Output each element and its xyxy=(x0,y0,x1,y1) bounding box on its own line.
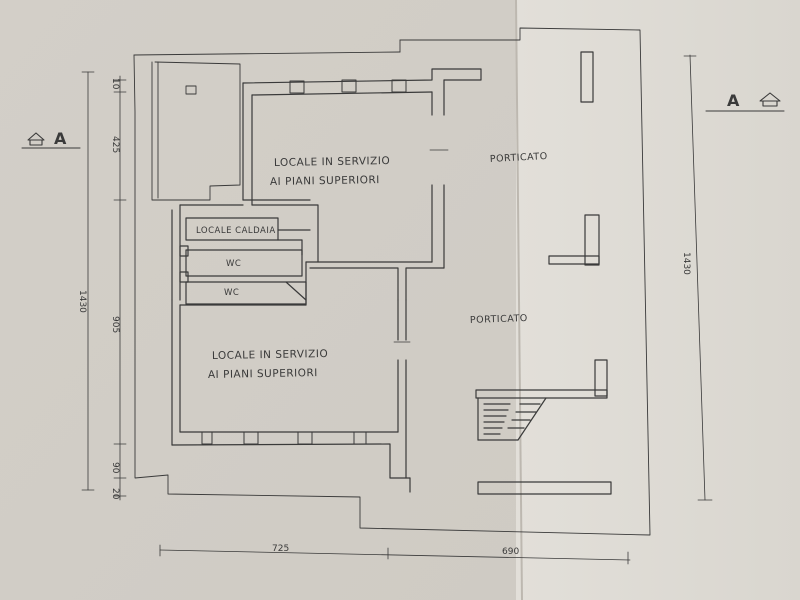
room-label-porticato-top: PORTICATO xyxy=(490,151,548,165)
room-label-service-bottom-2: AI PIANI SUPERIORI xyxy=(208,367,318,381)
room-label-service-top-2: AI PIANI SUPERIORI xyxy=(270,174,380,188)
dimension-right-total: 1430 xyxy=(681,252,691,275)
dimension-left-lower: 90 xyxy=(110,462,120,474)
paper-left xyxy=(0,0,520,600)
room-label-service-top-1: LOCALE IN SERVIZIO xyxy=(274,155,390,169)
room-label-wc-1: WC xyxy=(226,259,241,269)
room-label-caldaia: LOCALE CALDAIA xyxy=(196,226,276,236)
windows-bottom xyxy=(201,431,367,445)
section-letter-right: A xyxy=(727,91,740,110)
section-mark-right xyxy=(705,92,785,112)
door-marks xyxy=(393,149,449,343)
dimension-left-upper: 425 xyxy=(110,136,120,153)
room-label-wc-2: WC xyxy=(224,288,239,298)
windows-top xyxy=(289,79,407,94)
room-label-service-bottom-1: LOCALE IN SERVIZIO xyxy=(212,348,328,362)
room-label-porticato-mid: PORTICATO xyxy=(470,313,528,326)
section-letter-left: A xyxy=(54,129,67,148)
site-outline xyxy=(133,27,651,536)
dimension-left-total: 1430 xyxy=(77,290,87,313)
section-mark-left xyxy=(21,132,81,149)
dimension-left-bottom: 20 xyxy=(110,488,120,500)
dimension-bottom-right: 690 xyxy=(502,547,519,557)
dimension-bottom-left: 725 xyxy=(272,544,289,554)
dimension-left-middle: 905 xyxy=(110,316,120,333)
paper-fold xyxy=(515,0,523,600)
dimension-lines xyxy=(81,54,713,565)
dimension-left-top: 10 xyxy=(110,78,120,90)
annex-block xyxy=(151,61,241,201)
paper-right xyxy=(516,0,800,600)
